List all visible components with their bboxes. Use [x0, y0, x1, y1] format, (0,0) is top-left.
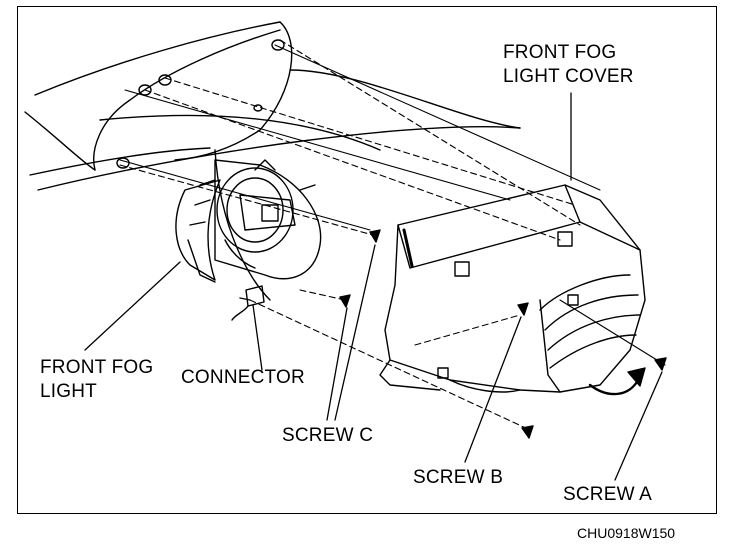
- fog-light-assembly: [175, 159, 322, 283]
- screw-a-label: SCREW A: [563, 484, 653, 505]
- fog-light-cover-label-line2: LIGHT COVER: [503, 66, 634, 87]
- fog-light-cover-label-line1: FRONT FOG: [503, 42, 617, 63]
- fog-light-label-line1: FRONT FOG: [40, 357, 154, 378]
- diagram-frame: [17, 6, 717, 514]
- connector-part: [231, 285, 265, 321]
- screw-c-label: SCREW C: [282, 425, 374, 446]
- rotation-arrow: [588, 367, 646, 396]
- figure-code: CHU0918W150: [577, 525, 676, 541]
- fog-light-cover: [379, 184, 646, 393]
- guide-lines: [119, 44, 666, 366]
- leader-lines: [84, 92, 663, 481]
- fog-light-label-line2: LIGHT: [40, 381, 97, 402]
- connector-label: CONNECTOR: [181, 367, 305, 388]
- screws: [339, 229, 667, 439]
- bumper-holes: [116, 39, 285, 169]
- screw-b-label: SCREW B: [413, 467, 504, 488]
